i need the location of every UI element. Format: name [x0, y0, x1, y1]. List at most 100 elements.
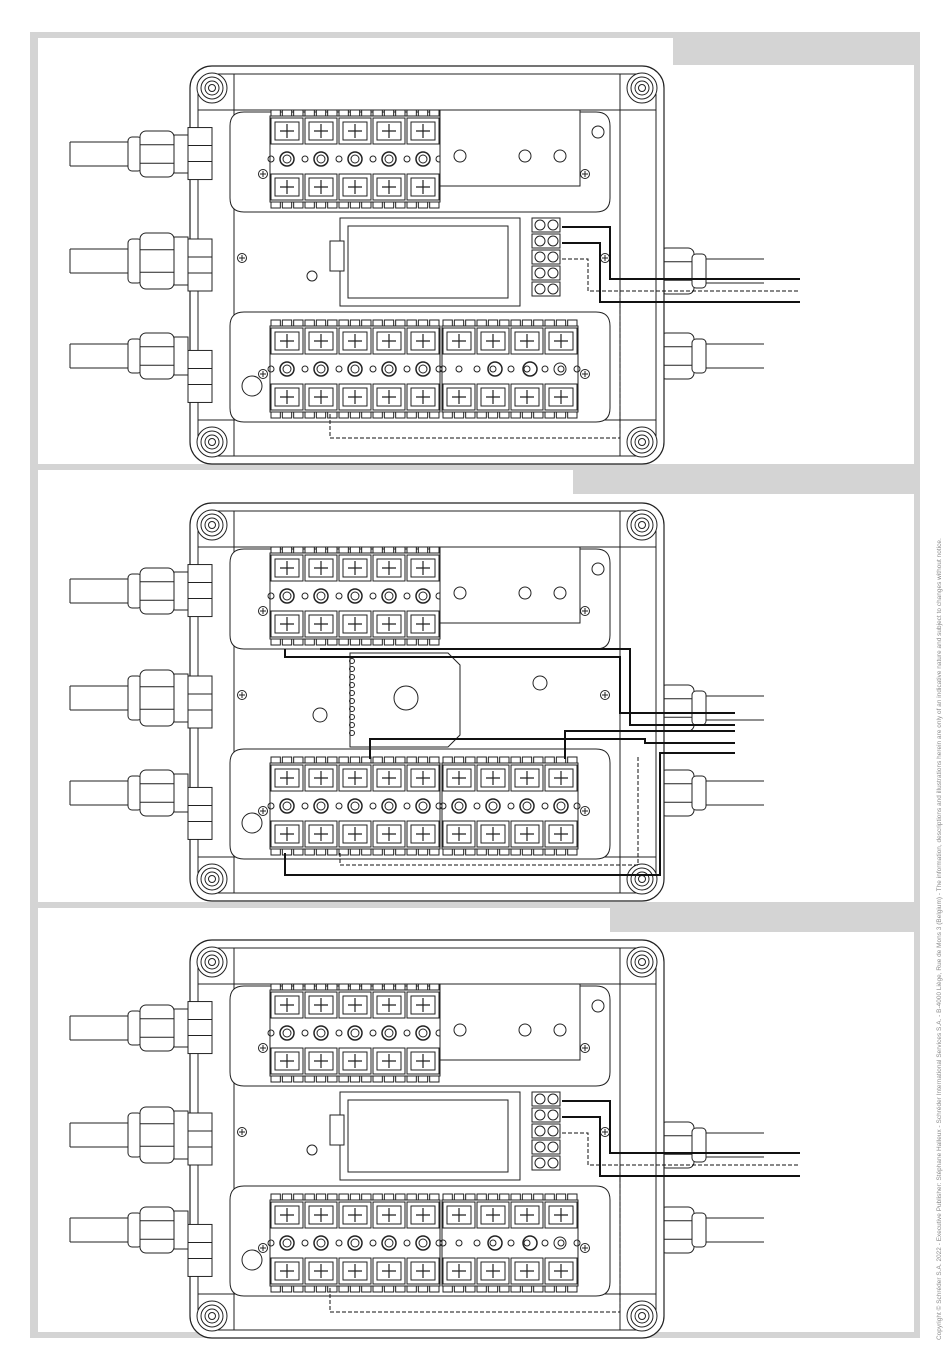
terminal-clip [430, 984, 439, 990]
gland-nut [660, 333, 694, 379]
terminal-clip [294, 547, 303, 553]
terminal-clip [488, 320, 497, 326]
gland-cap [692, 254, 706, 288]
panel-tab-3 [610, 908, 914, 932]
gland-cap [692, 339, 706, 373]
terminal-clip [430, 202, 439, 208]
wall-boss [188, 1113, 212, 1165]
terminal-clip [294, 1194, 303, 1200]
gland-cap [692, 691, 706, 725]
terminal-clip [556, 849, 565, 855]
terminal-clip [305, 984, 314, 990]
terminal-clip [305, 412, 314, 418]
terminal-clip [384, 984, 393, 990]
terminal-clip [396, 202, 405, 208]
terminal-clip [362, 1286, 371, 1292]
terminal-clip [568, 1194, 577, 1200]
terminal-clip [373, 110, 382, 116]
terminal-clip [305, 1194, 314, 1200]
terminal-clip [488, 757, 497, 763]
terminal-clip [418, 1286, 427, 1292]
terminal-clip [396, 984, 405, 990]
terminal-clip [271, 412, 280, 418]
relay-module [340, 218, 520, 306]
terminal-clip [443, 757, 452, 763]
terminal-clip [396, 639, 405, 645]
terminal-clip [362, 639, 371, 645]
center-bracket [350, 653, 460, 747]
connector-pin-block [532, 282, 560, 296]
terminal-clip [373, 547, 382, 553]
terminal-clip [488, 412, 497, 418]
terminal-clip [396, 412, 405, 418]
terminal-clip [316, 639, 325, 645]
terminal-clip [568, 320, 577, 326]
gland-nut [660, 248, 694, 294]
terminal-clip [418, 1076, 427, 1082]
terminal-clip [466, 757, 475, 763]
terminal-clip [328, 320, 337, 326]
wall-boss [188, 128, 212, 180]
gland-body [174, 337, 188, 375]
terminal-clip [339, 984, 348, 990]
terminal-clip [282, 1076, 291, 1082]
terminal-clip [430, 1286, 439, 1292]
terminal-clip [271, 1194, 280, 1200]
terminal-clip [556, 412, 565, 418]
terminal-clip [339, 412, 348, 418]
terminal-clip [534, 1286, 543, 1292]
terminal-clip [294, 202, 303, 208]
relay-latch [330, 1115, 344, 1145]
terminal-clip [384, 320, 393, 326]
terminal-clip [339, 1194, 348, 1200]
terminal-clip [430, 547, 439, 553]
wall-boss [188, 239, 212, 291]
terminal-clip [500, 320, 509, 326]
terminal-clip [430, 320, 439, 326]
terminal-clip [522, 1286, 531, 1292]
terminal-clip [350, 1194, 359, 1200]
terminal-clip [294, 320, 303, 326]
terminal-clip [339, 547, 348, 553]
panel-tab-1 [673, 38, 914, 65]
terminal-clip [282, 639, 291, 645]
gland-nut [140, 131, 174, 177]
terminal-clip [282, 412, 291, 418]
terminal-clip [350, 984, 359, 990]
terminal-clip [396, 757, 405, 763]
terminal-clip [511, 1194, 520, 1200]
gland-body [174, 135, 188, 173]
terminal-clip [373, 984, 382, 990]
terminal-clip [568, 1286, 577, 1292]
wall-boss [188, 565, 212, 617]
terminal-clip [384, 1286, 393, 1292]
terminal-clip [430, 757, 439, 763]
terminal-clip [407, 1076, 416, 1082]
terminal-clip [350, 412, 359, 418]
terminal-clip [294, 1076, 303, 1082]
terminal-clip [294, 412, 303, 418]
gland-nut [660, 770, 694, 816]
terminal-clip [418, 757, 427, 763]
terminal-clip [294, 1286, 303, 1292]
gland-nut [660, 1122, 694, 1168]
terminal-clip [328, 757, 337, 763]
terminal-clip [328, 984, 337, 990]
terminal-clip [271, 320, 280, 326]
terminal-clip [282, 202, 291, 208]
terminal-clip [282, 547, 291, 553]
terminal-clip [430, 1076, 439, 1082]
terminal-clip [339, 1076, 348, 1082]
gland-body [174, 674, 188, 722]
terminal-clip [430, 639, 439, 645]
din-bracket [440, 547, 580, 623]
terminal-clip [350, 1286, 359, 1292]
terminal-clip [384, 849, 393, 855]
terminal-clip [418, 639, 427, 645]
terminal-clip [511, 757, 520, 763]
terminal-clip [568, 757, 577, 763]
terminal-clip [373, 1286, 382, 1292]
terminal-clip [362, 1076, 371, 1082]
terminal-clip [384, 757, 393, 763]
